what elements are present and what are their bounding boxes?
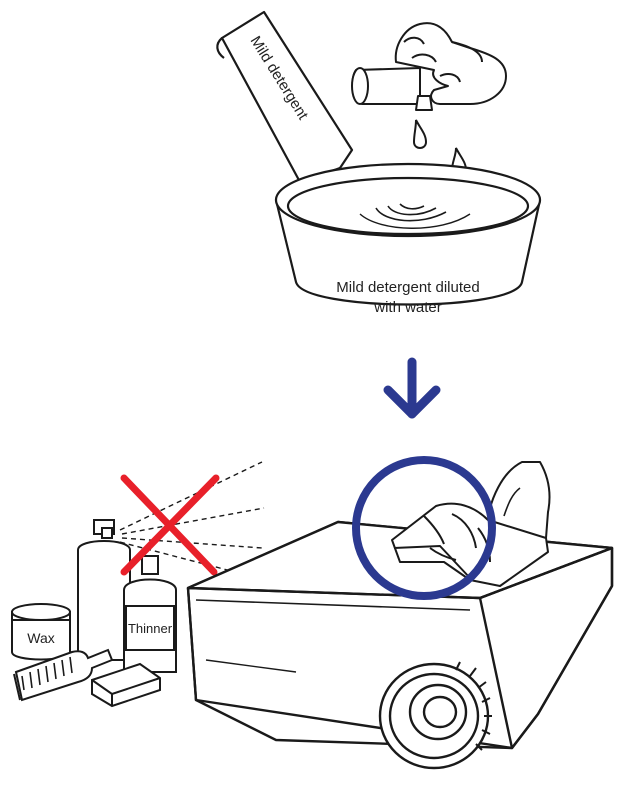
wax-can: Wax <box>11 603 71 661</box>
projector-lens <box>378 661 492 770</box>
wax-label: Wax <box>27 630 54 646</box>
basin: Mild detergent diluted with water <box>274 162 542 316</box>
thinner-label: Thinner <box>128 621 173 636</box>
basin-label-line2: with water <box>373 299 442 316</box>
down-arrow-icon <box>383 357 441 419</box>
sponge-block <box>91 662 161 708</box>
brush <box>13 648 114 702</box>
thinner-bottle: Thinner <box>123 555 177 673</box>
spray-can <box>77 519 131 661</box>
detergent-bottle: Mild detergent <box>216 10 354 196</box>
circle-highlight <box>352 456 496 600</box>
basin-label-line1: Mild detergent diluted <box>336 279 479 296</box>
hand-with-bottle <box>351 22 507 111</box>
cross-icon <box>120 474 220 576</box>
